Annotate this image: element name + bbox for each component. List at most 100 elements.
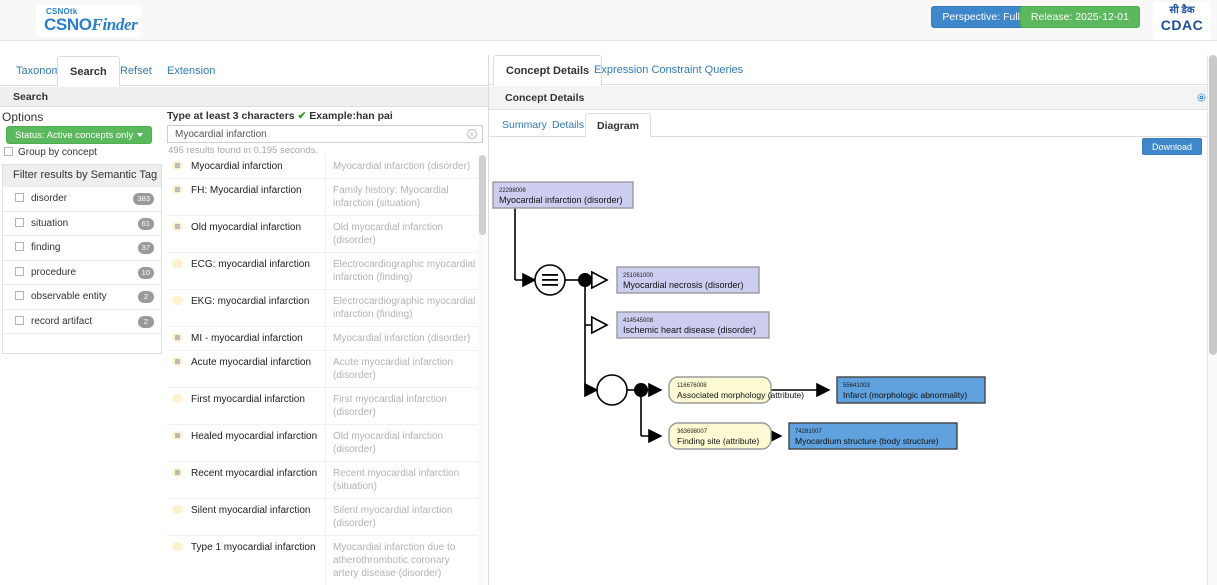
result-term: First myocardial infarction <box>191 394 305 405</box>
search-hint-prefix: Type at least 3 characters <box>167 110 295 122</box>
result-fsn: Silent myocardial infarction (disorder) <box>325 499 484 535</box>
result-row-0[interactable]: Myocardial infarction Myocardial infarct… <box>167 155 484 179</box>
facet-row-observable-entity[interactable]: observable entity 2 <box>3 284 161 309</box>
result-row-2[interactable]: Old myocardial infarction Old myocardial… <box>167 216 484 253</box>
facet-count-badge: 383 <box>133 193 154 205</box>
subtab-summary[interactable]: Summary <box>502 119 547 131</box>
gear-icon[interactable] <box>1196 92 1207 103</box>
search-results-list[interactable]: Myocardial infarction Myocardial infarct… <box>167 155 484 585</box>
result-fsn: Myocardial infarction due to atherothrom… <box>325 536 484 585</box>
result-row-11[interactable]: Type 1 myocardial infarction Myocardial … <box>167 536 484 585</box>
tab-taxonomy[interactable]: Taxonomy <box>16 65 67 77</box>
result-row-10[interactable]: Silent myocardial infarction Silent myoc… <box>167 499 484 536</box>
node-label: Finding site (attribute) <box>677 436 759 446</box>
facet-checkbox[interactable] <box>15 217 24 227</box>
result-term: Acute myocardial infarction <box>191 357 312 368</box>
result-row-6[interactable]: Acute myocardial infarction Acute myocar… <box>167 351 484 388</box>
concept-icon <box>172 431 183 440</box>
diagram-node-root[interactable]: 22298006 Myocardial infarction (disorder… <box>492 181 634 209</box>
search-hint: Type at least 3 characters ✔ Example:han… <box>167 110 393 122</box>
group-node-dot <box>578 273 592 287</box>
subtab-diagram[interactable]: Diagram <box>585 113 652 138</box>
facet-checkbox[interactable] <box>15 291 24 300</box>
concept-diagram[interactable]: 22298006 Myocardial infarction (disorder… <box>489 160 1217 585</box>
diagram-node-parent-1[interactable]: 414545008 Ischemic heart disease (disord… <box>616 311 770 339</box>
node-label: Ischemic heart disease (disorder) <box>623 325 756 335</box>
result-fsn: First myocardial infarction (disorder) <box>325 388 484 424</box>
concept-icon <box>172 296 183 305</box>
result-term: Myocardial infarction <box>191 161 283 172</box>
result-term: Silent myocardial infarction <box>191 505 311 516</box>
tab-expression-constraint-queries[interactable]: Expression Constraint Queries <box>594 64 744 76</box>
group-by-concept-checkbox[interactable] <box>4 147 13 156</box>
facet-count-badge: 2 <box>138 291 154 303</box>
node-id: 414545008 <box>623 318 654 324</box>
facet-label: observable entity <box>31 291 107 302</box>
facet-row-disorder[interactable]: disorder 383 <box>3 186 161 211</box>
download-button[interactable]: Download <box>1141 138 1202 155</box>
status-filter-button[interactable]: Status: Active concepts only <box>6 126 153 144</box>
facet-panel-footer <box>3 333 161 353</box>
facet-checkbox[interactable] <box>15 242 24 251</box>
result-row-5[interactable]: MI - myocardial infarction Myocardial in… <box>167 327 484 351</box>
result-row-4[interactable]: EKG: myocardial infarction Electrocardio… <box>167 290 484 327</box>
result-fsn: Myocardial infarction (disorder) <box>325 155 484 178</box>
tab-refset[interactable]: Refset <box>120 65 152 77</box>
tab-search[interactable]: Search <box>57 56 120 87</box>
diagram-edges <box>514 208 831 444</box>
result-row-8[interactable]: Healed myocardial infarction Old myocard… <box>167 425 484 462</box>
result-term: Old myocardial infarction <box>191 222 302 233</box>
facet-row-situation[interactable]: situation 61 <box>3 210 161 236</box>
diagram-node-value-1[interactable]: 74281007 Myocardium structure (body stru… <box>788 422 958 450</box>
concept-details-title: Concept Details <box>505 92 585 104</box>
facet-count-badge: 61 <box>137 217 154 230</box>
tab-extension[interactable]: Extension <box>167 65 216 77</box>
scrollbar-thumb[interactable] <box>479 155 486 235</box>
node-id: 55641003 <box>843 383 870 389</box>
release-button[interactable]: Release: 2025-12-01 <box>1019 6 1140 28</box>
result-fsn: Old myocardial infarction (disorder) <box>325 216 484 252</box>
facet-row-record-artifact[interactable]: record artifact 2 <box>3 308 161 334</box>
left-subheader: Search <box>0 87 488 107</box>
facet-label: procedure <box>31 266 77 278</box>
result-row-7[interactable]: First myocardial infarction First myocar… <box>167 388 484 425</box>
cdac-hindi-text: सी डैक <box>1169 5 1195 16</box>
facet-label: finding <box>31 242 61 253</box>
subtab-details[interactable]: Details <box>552 119 585 131</box>
facet-row-procedure[interactable]: procedure 10 <box>3 259 161 285</box>
concept-icon <box>172 394 183 403</box>
right-panel: Concept Details Expression Constraint Qu… <box>488 55 1217 585</box>
node-id: 116676008 <box>677 383 707 389</box>
concept-details-header: Concept Details <box>489 86 1217 110</box>
top-bar: CSNOtk CSNOFinder Perspective: Full Rele… <box>0 0 1217 41</box>
facet-checkbox[interactable] <box>15 266 24 276</box>
left-subheader-label: Search <box>13 91 49 103</box>
app-logo[interactable]: CSNOtk CSNOFinder <box>36 5 141 37</box>
results-scrollbar[interactable] <box>478 155 487 585</box>
result-row-9[interactable]: Recent myocardial infarction Recent myoc… <box>167 462 484 499</box>
facet-label: situation <box>31 217 69 229</box>
facet-checkbox[interactable] <box>15 315 24 325</box>
diagram-node-parent-0[interactable]: 251061000 Myocardial necrosis (disorder) <box>616 266 760 294</box>
search-input[interactable]: Myocardial infarction × <box>167 125 483 143</box>
scrollbar-thumb[interactable] <box>1209 55 1217 355</box>
options-title: Options <box>2 110 44 124</box>
right-tab-bar: Concept Details Expression Constraint Qu… <box>489 55 1217 86</box>
diagram-node-value-0[interactable]: 55641003 Infarct (morphologic abnormalit… <box>836 376 986 404</box>
clear-icon[interactable]: × <box>467 129 477 139</box>
diagram-node-attribute-0[interactable]: 116676008 Associated morphology (attribu… <box>668 376 804 404</box>
result-fsn: Myocardial infarction (disorder) <box>325 327 484 350</box>
page-scrollbar[interactable] <box>1207 55 1217 585</box>
result-fsn: Old myocardial infarction (disorder) <box>325 425 484 461</box>
facet-row-finding[interactable]: finding 37 <box>3 235 161 260</box>
semantic-tag-facet-panel: Filter results by Semantic Tag disorder … <box>2 164 162 354</box>
result-fsn: Electrocardiographic myocardial infarcti… <box>325 253 484 289</box>
check-icon: ✔ <box>297 110 307 122</box>
result-row-1[interactable]: FH: Myocardial infarction Family history… <box>167 179 484 216</box>
diagram-node-attribute-1[interactable]: 363698007 Finding site (attribute) <box>668 422 772 450</box>
tab-concept-details[interactable]: Concept Details <box>493 55 603 86</box>
result-row-3[interactable]: ECG: myocardial infarction Electrocardio… <box>167 253 484 290</box>
perspective-label: Perspective: Full <box>942 11 1020 23</box>
group-by-concept-option[interactable]: Group by concept <box>4 147 97 158</box>
facet-checkbox[interactable] <box>15 193 24 202</box>
